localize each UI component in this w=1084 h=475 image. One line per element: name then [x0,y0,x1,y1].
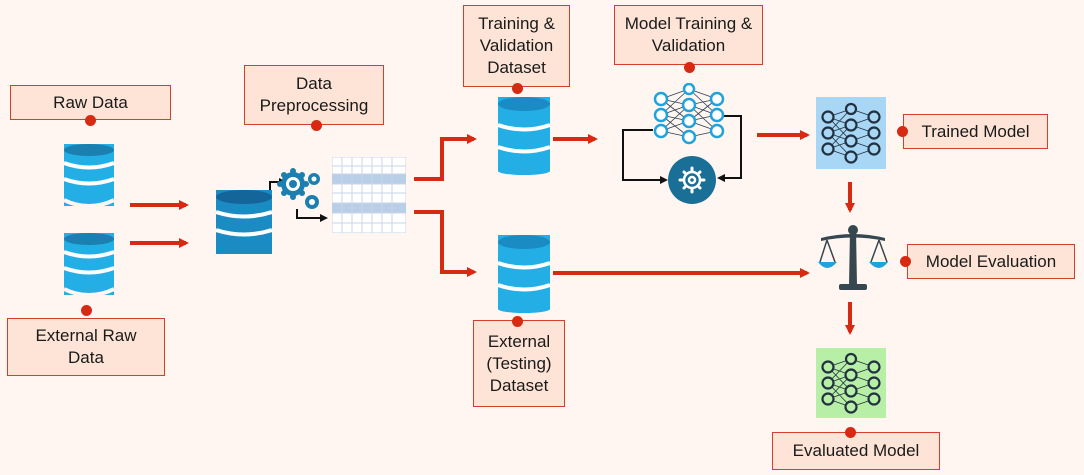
settings-gear-icon [668,156,716,204]
model-training-validation-label-text: Model Training & Validation [624,14,753,55]
arrow-gears-to-grid [296,209,328,222]
loop-arrow-left [622,129,668,184]
preprocessed-data-grid-icon [332,157,406,233]
external-testing-dataset-label-text: External (Testing) Dataset [486,331,552,395]
evaluated-model-icon [816,348,886,418]
trained-model-label: Trained Model [903,114,1048,149]
arrow-split-to-training [414,134,477,181]
model-evaluation-label: Model Evaluation [907,244,1075,279]
model-training-connector-dot [684,62,695,73]
model-training-validation-label: Model Training & Validation [614,5,763,65]
external-raw-data-label-text: External Raw Data [35,326,137,367]
training-validation-connector-dot [512,83,523,94]
evaluated-model-label-text: Evaluated Model [792,441,920,460]
data-preprocessing-connector-dot [311,120,322,131]
loop-arrow-right [717,115,742,182]
raw-data-label-text: Raw Data [53,92,128,112]
training-validation-database-icon [498,97,550,175]
data-preprocessing-label: Data Preprocessing [244,65,384,125]
arrow-split-to-testing [414,210,477,277]
model-evaluation-label-text: Model Evaluation [925,251,1057,271]
raw-data-label: Raw Data [10,85,171,120]
external-raw-data-label: External Raw Data [7,318,165,376]
training-validation-dataset-label: Training & Validation Dataset [463,5,570,87]
preprocessing-gears-icon [277,168,320,209]
external-raw-data-connector-dot [81,305,92,316]
evaluated-model-connector-dot [845,427,856,438]
model-evaluation-connector-dot [900,256,911,267]
balance-scale-icon [818,225,888,290]
training-validation-dataset-label-text: Training & Validation Dataset [478,14,555,77]
model-training-neural-network-icon [653,83,725,145]
raw-data-connector-dot [85,115,96,126]
merged-data-database-icon [216,190,272,254]
external-testing-connector-dot [512,316,523,327]
data-preprocessing-label-text: Data Preprocessing [259,74,369,115]
raw-data-database-icon [64,144,114,206]
external-testing-database-icon [498,235,550,313]
evaluated-model-label: Evaluated Model [772,432,940,470]
trained-model-connector-dot [897,126,908,137]
external-testing-dataset-label: External (Testing) Dataset [473,320,565,407]
trained-model-label-text: Trained Model [921,121,1030,141]
external-raw-data-database-icon [64,233,114,295]
trained-model-icon [816,97,886,169]
